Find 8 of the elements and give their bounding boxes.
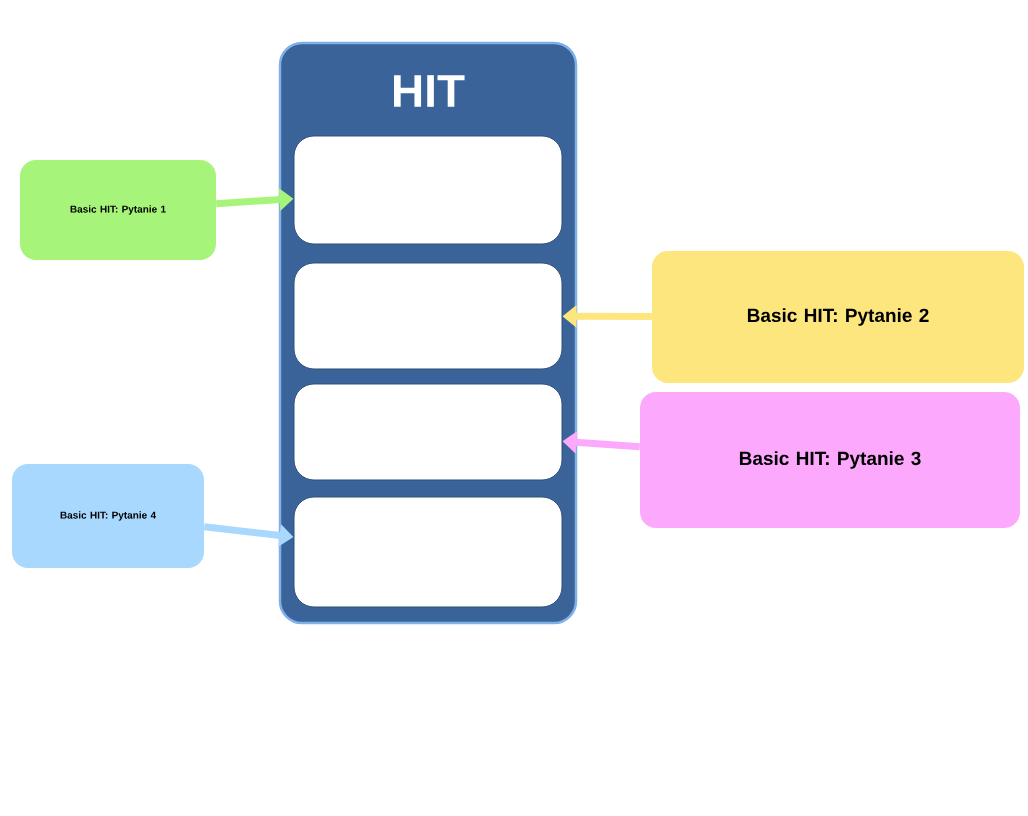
question-box: Basic HIT: Pytanie 1 bbox=[20, 160, 216, 260]
slot-box bbox=[293, 262, 563, 370]
question-box: Basic HIT: Pytanie 2 bbox=[652, 251, 1024, 383]
slot-box bbox=[293, 383, 563, 481]
question-box: Basic HIT: Pytanie 3 bbox=[640, 392, 1020, 528]
slot-box bbox=[293, 135, 563, 245]
slot-box bbox=[293, 496, 563, 608]
question-box: Basic HIT: Pytanie 4 bbox=[12, 464, 204, 568]
